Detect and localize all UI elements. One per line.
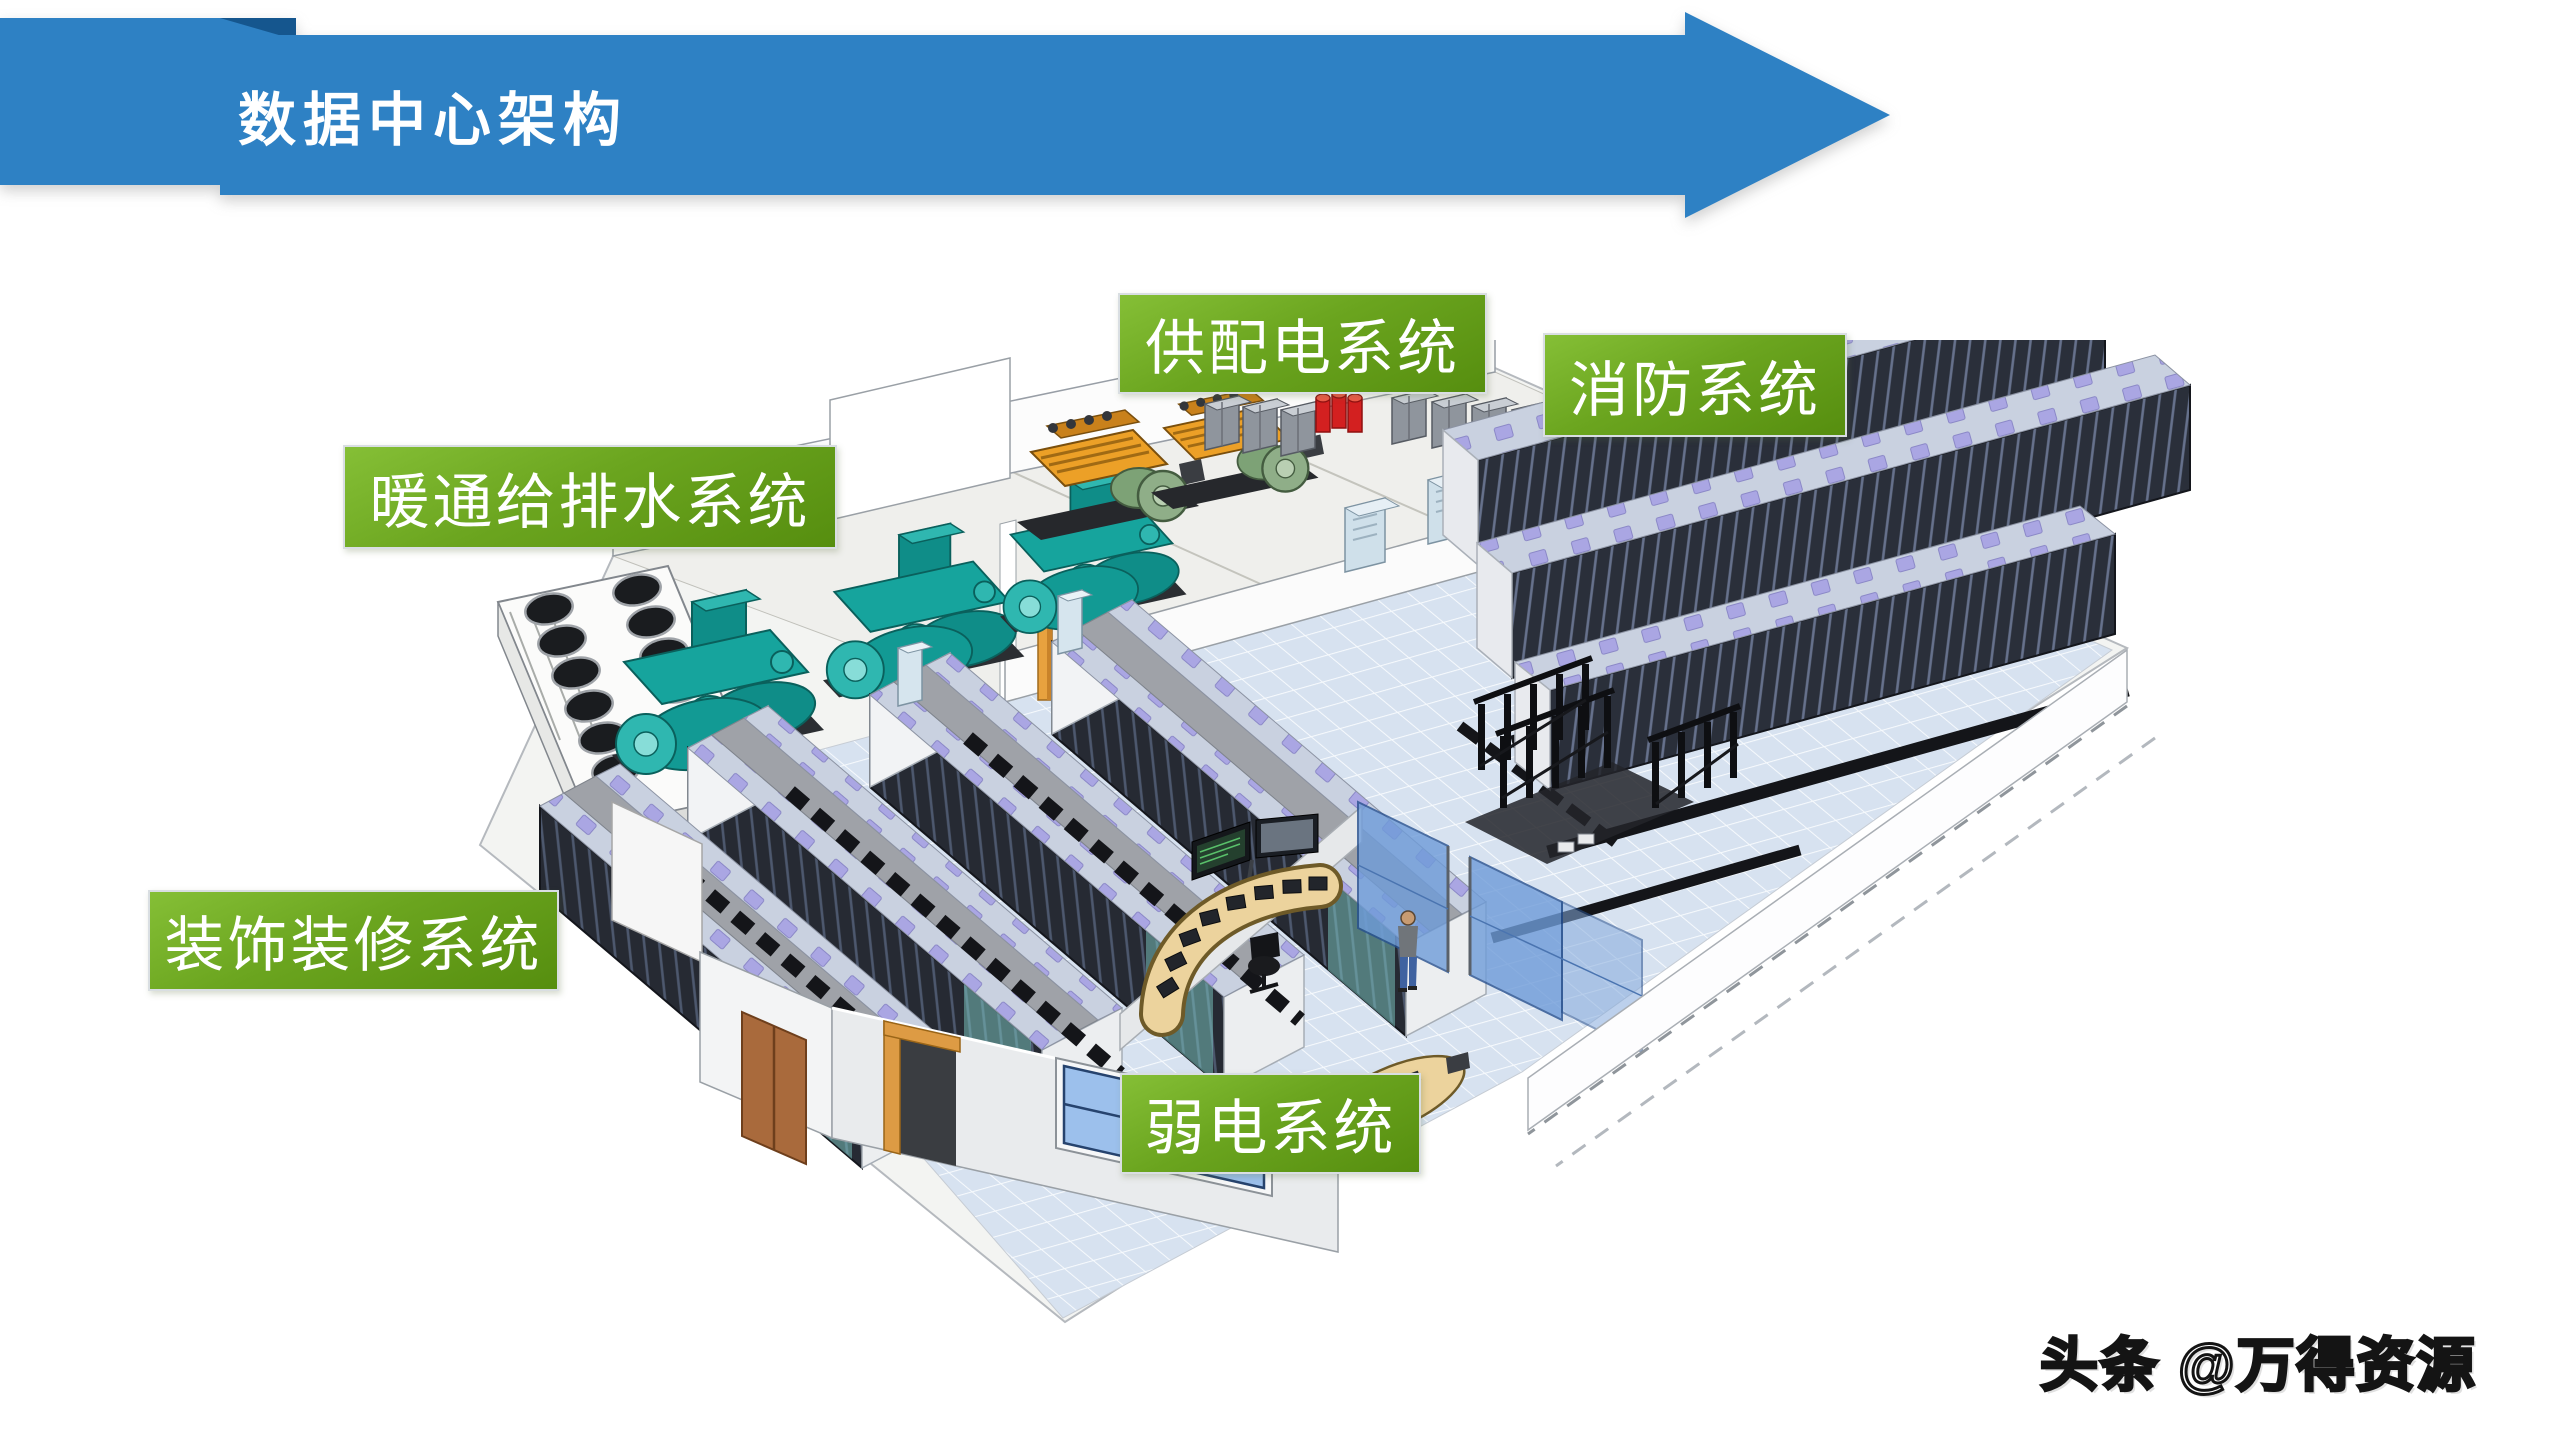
label-text: 供配电系统 xyxy=(1145,316,1460,382)
title-banner: 数据中心架构 xyxy=(0,0,2000,240)
page-title: 数据中心架构 xyxy=(238,88,629,153)
network-cage-racks xyxy=(1465,655,1742,864)
watermark-text: 头条 @万得资源 xyxy=(2039,1332,2477,1400)
banner-fold-icon xyxy=(220,18,296,40)
label-text: 装饰装修系统 xyxy=(164,913,543,979)
office-chair xyxy=(1248,932,1280,994)
label-power-distribution-system: 供配电系统 xyxy=(1118,293,1487,394)
desk-monitors xyxy=(1155,876,1328,999)
label-low-voltage-system: 弱电系统 xyxy=(1120,1073,1421,1174)
label-text: 弱电系统 xyxy=(1144,1096,1397,1162)
banner-bar: 数据中心架构 xyxy=(220,35,1685,195)
label-decoration-system: 装饰装修系统 xyxy=(148,890,559,991)
operator-person xyxy=(1398,910,1418,992)
label-hvac-plumbing-system: 暖通给排水系统 xyxy=(343,445,837,549)
red-fire-tanks xyxy=(1315,389,1363,433)
arrow-right-icon xyxy=(1685,12,1890,218)
label-text: 消防系统 xyxy=(1569,357,1821,424)
label-fire-protection-system: 消防系统 xyxy=(1543,333,1847,437)
label-text: 暖通给排水系统 xyxy=(369,469,811,536)
parapet-wall xyxy=(1527,648,2156,1168)
